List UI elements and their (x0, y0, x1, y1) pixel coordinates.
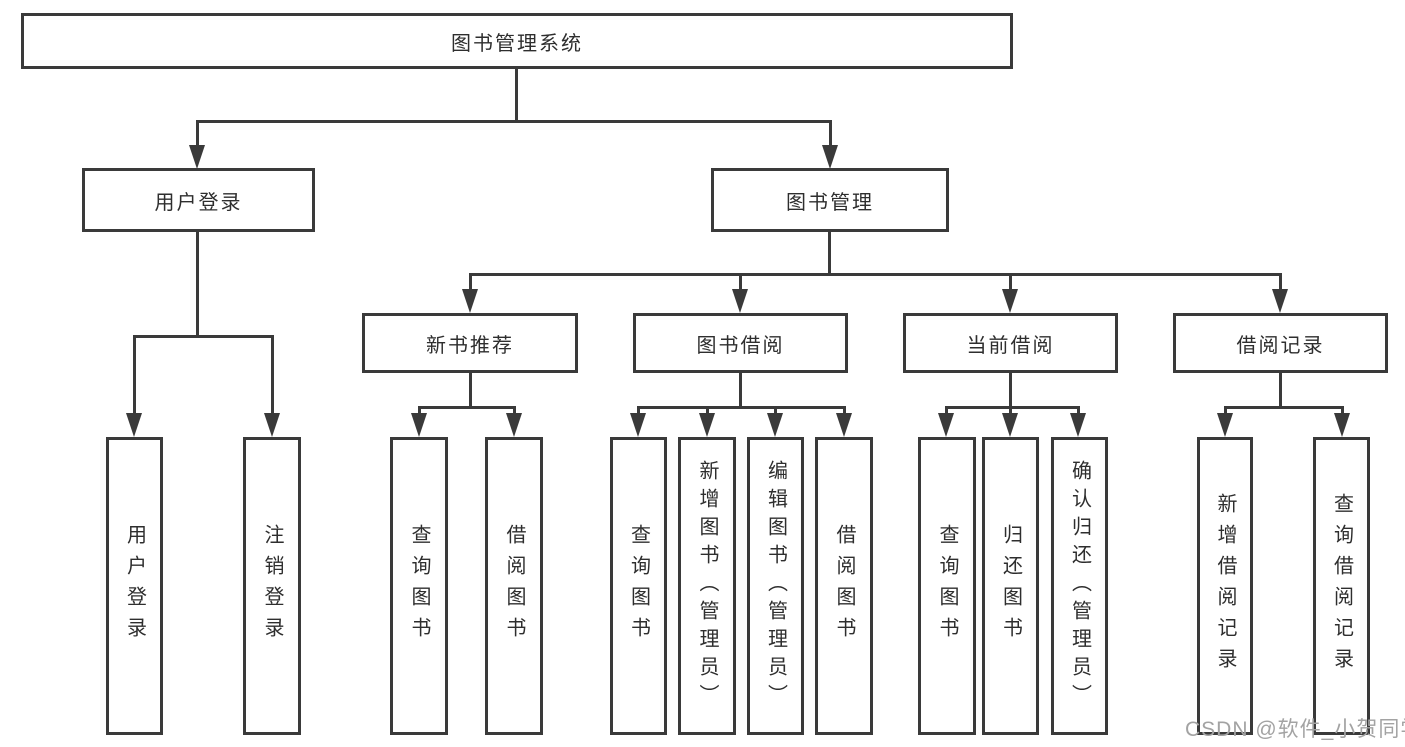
connector-arrowhead (189, 145, 205, 169)
connector-line (469, 273, 472, 291)
connector-line (515, 69, 518, 123)
connector-arrowhead (699, 413, 715, 437)
connector-line (706, 406, 709, 416)
connector-arrowhead (506, 413, 522, 437)
connector-line (1077, 406, 1080, 416)
connector-line (828, 232, 831, 276)
connector-arrowhead (462, 289, 478, 313)
connector-arrowhead (630, 413, 646, 437)
node-book-borrowing: 图书借阅 (633, 313, 848, 373)
connector-line (1009, 373, 1012, 408)
leaf-edit-books-admin: 编辑图书（管理员） (747, 437, 804, 735)
connector-line (1279, 273, 1282, 291)
leaf-query-books-recommend: 查询图书 (390, 437, 448, 735)
connector-line (1279, 373, 1282, 408)
connector-line (469, 373, 472, 408)
node-borrowing-records: 借阅记录 (1173, 313, 1388, 373)
node-current-borrowing: 当前借阅 (903, 313, 1118, 373)
connector-arrowhead (1070, 413, 1086, 437)
connector-line (196, 120, 832, 123)
connector-arrowhead (767, 413, 783, 437)
connector-line (418, 406, 421, 416)
connector-line (637, 406, 846, 409)
connector-line (1341, 406, 1344, 416)
connector-arrowhead (1272, 289, 1288, 313)
node-user-login: 用户登录 (82, 168, 315, 232)
leaf-user-login: 用户登录 (106, 437, 163, 735)
connector-line (1224, 406, 1227, 416)
connector-arrowhead (264, 413, 280, 437)
connector-arrowhead (822, 145, 838, 169)
connector-line (418, 406, 516, 409)
leaf-logout: 注销登录 (243, 437, 301, 735)
connector-arrowhead (1217, 413, 1233, 437)
csdn-watermark: CSDN @软件_小贺同学 (1185, 718, 1405, 741)
connector-line (1009, 273, 1012, 291)
connector-line (829, 120, 832, 150)
connector-arrowhead (1002, 413, 1018, 437)
connector-line (1224, 406, 1344, 409)
connector-line (774, 406, 777, 416)
connector-line (196, 232, 199, 337)
leaf-query-books-borrowing: 查询图书 (610, 437, 667, 735)
connector-line (133, 335, 274, 338)
leaf-return-books: 归还图书 (982, 437, 1039, 735)
connector-arrowhead (411, 413, 427, 437)
connector-line (739, 373, 742, 408)
connector-line (637, 406, 640, 416)
connector-arrowhead (836, 413, 852, 437)
connector-line (133, 335, 136, 415)
leaf-add-books-admin: 新增图书（管理员） (678, 437, 736, 735)
connector-line (945, 406, 1080, 409)
connector-line (1009, 406, 1012, 416)
leaf-query-books-current: 查询图书 (918, 437, 976, 735)
connector-arrowhead (732, 289, 748, 313)
connector-line (469, 273, 1282, 276)
connector-line (271, 335, 274, 415)
connector-line (739, 273, 742, 291)
leaf-add-borrow-record: 新增借阅记录 (1197, 437, 1253, 735)
connector-arrowhead (1334, 413, 1350, 437)
node-new-book-recommend: 新书推荐 (362, 313, 578, 373)
node-library-management-system: 图书管理系统 (21, 13, 1013, 69)
node-book-management: 图书管理 (711, 168, 949, 232)
connector-line (843, 406, 846, 416)
leaf-borrow-books-recommend: 借阅图书 (485, 437, 543, 735)
connector-arrowhead (938, 413, 954, 437)
connector-arrowhead (126, 413, 142, 437)
connector-arrowhead (1002, 289, 1018, 313)
leaf-confirm-return-admin: 确认归还（管理员） (1051, 437, 1108, 735)
connector-line (196, 120, 199, 150)
connector-line (513, 406, 516, 416)
leaf-query-borrow-record: 查询借阅记录 (1313, 437, 1370, 735)
leaf-borrow-books: 借阅图书 (815, 437, 873, 735)
connector-line (945, 406, 948, 416)
